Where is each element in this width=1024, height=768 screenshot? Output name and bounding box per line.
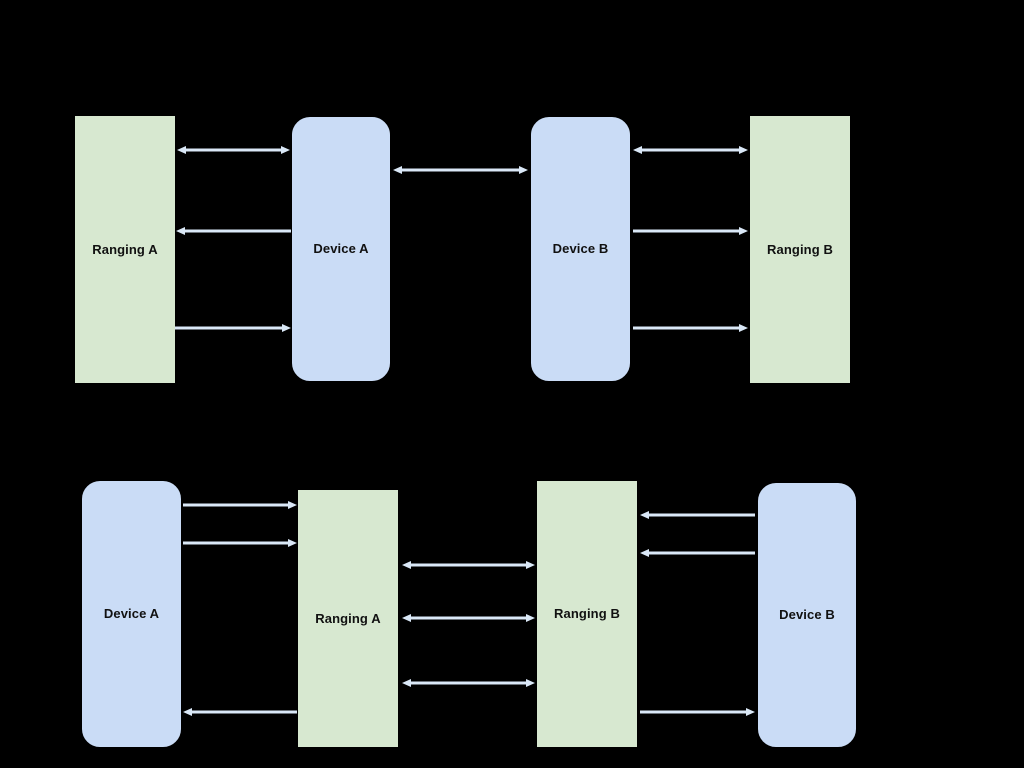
arrow-bot-e5 xyxy=(390,602,547,634)
arrow-bot-e7 xyxy=(628,499,767,531)
arrow-top-e7 xyxy=(621,312,760,344)
node-label-bot-device-b: Device B xyxy=(779,607,835,623)
node-bot-device-b[interactable]: Device B xyxy=(758,483,856,747)
arrow-bot-e3 xyxy=(171,696,309,728)
node-bot-device-a[interactable]: Device A xyxy=(82,481,181,747)
node-bot-ranging-a[interactable]: Ranging A xyxy=(298,490,398,747)
arrow-top-e6 xyxy=(621,215,760,247)
node-label-top-ranging-a: Ranging A xyxy=(92,241,158,257)
node-label-bot-ranging-a: Ranging A xyxy=(315,610,381,626)
arrow-bot-e2 xyxy=(171,527,309,559)
node-bot-ranging-b[interactable]: Ranging B xyxy=(537,481,637,747)
arrow-top-e1 xyxy=(165,134,302,166)
arrow-bot-e1 xyxy=(171,489,309,521)
node-label-bot-device-a: Device A xyxy=(103,606,160,622)
node-label-bot-ranging-b: Ranging B xyxy=(554,606,620,622)
node-top-device-a[interactable]: Device A xyxy=(292,117,390,381)
node-label-top-device-b: Device B xyxy=(552,241,609,257)
arrow-bot-e9 xyxy=(628,696,767,728)
arrow-top-e3 xyxy=(160,312,303,344)
node-top-ranging-b[interactable]: Ranging B xyxy=(750,116,850,383)
arrow-bot-e4 xyxy=(390,549,547,581)
node-top-device-b[interactable]: Device B xyxy=(531,117,630,381)
node-top-ranging-a[interactable]: Ranging A xyxy=(75,116,175,383)
arrow-top-e2 xyxy=(164,215,303,247)
arrow-top-e4 xyxy=(381,154,540,186)
node-label-top-device-a: Device A xyxy=(313,241,369,257)
node-label-top-ranging-b: Ranging B xyxy=(767,241,833,257)
arrow-bot-e6 xyxy=(390,667,547,699)
arrow-bot-e8 xyxy=(628,537,767,569)
arrow-top-e5 xyxy=(621,134,760,166)
